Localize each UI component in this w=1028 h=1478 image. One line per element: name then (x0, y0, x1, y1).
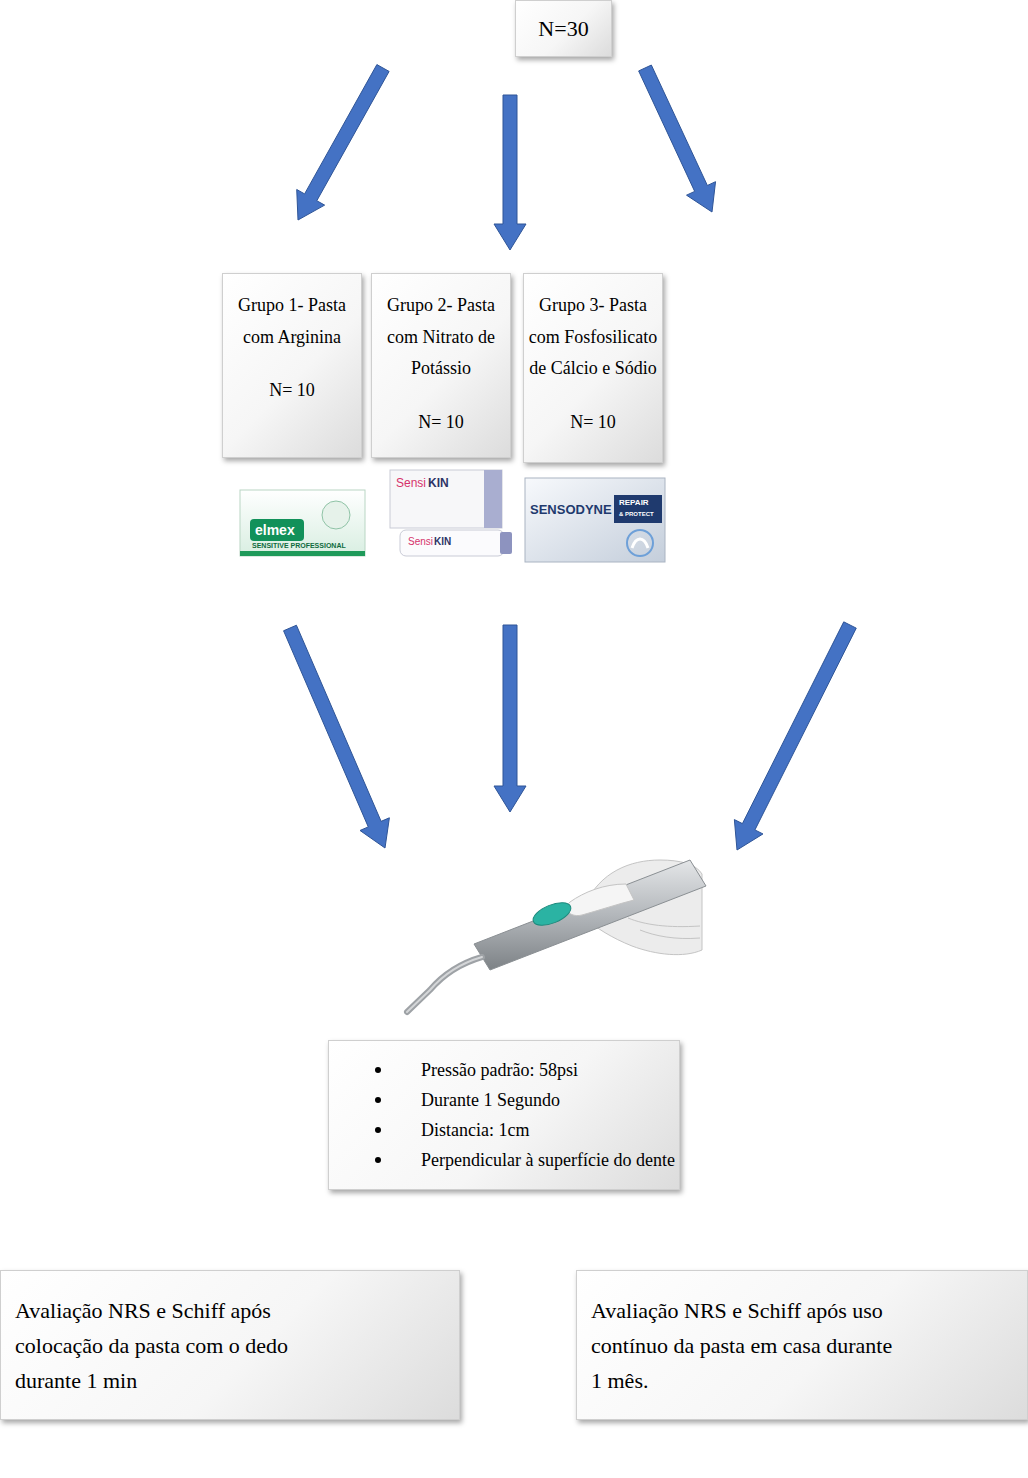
toothpaste-package (525, 478, 665, 562)
package-side (484, 470, 502, 528)
brand-badge (250, 519, 304, 541)
bullet-item: Durante 1 Segundo (421, 1085, 664, 1115)
flow-box: Avaliação NRS e Schiff após uso contínuo… (576, 1270, 1028, 1420)
package-emblem (627, 530, 653, 556)
bullet-dot (375, 1067, 381, 1073)
box-text: Distancia: 1cm (421, 1120, 529, 1140)
brand-badge (614, 495, 662, 523)
box-text: Grupo 3- Pasta com Fosfosilicato de Cálc… (528, 290, 658, 385)
brand-text: REPAIR (619, 499, 649, 507)
brand-text: elmex (255, 523, 295, 537)
brand-text: Sensi (396, 477, 426, 489)
package-box (240, 490, 365, 556)
bullet-dot (375, 1097, 381, 1103)
glove-thumb (567, 884, 634, 916)
box-text: Durante 1 Segundo (421, 1090, 560, 1110)
brand-text: KIN (434, 537, 451, 547)
box-text: Grupo 2- Pasta com Nitrato de Potássio (376, 290, 506, 385)
box-text: Grupo 1- Pasta com Arginina (227, 290, 357, 353)
syringe-nozzle (407, 957, 482, 1012)
box-text: N=30 (538, 16, 588, 42)
flow-box: Pressão padrão: 58psiDurante 1 SegundoDi… (328, 1040, 680, 1190)
tooth-emblem (632, 539, 648, 548)
brand-text: SENSITIVE PROFESSIONAL (252, 542, 346, 549)
flow-box: Grupo 2- Pasta com Nitrato de PotássioN=… (371, 273, 511, 458)
nozzle-highlight (407, 957, 482, 1012)
glove-finger (640, 930, 700, 939)
flow-box: Avaliação NRS e Schiff após colocação da… (0, 1270, 460, 1420)
bullet-dot (375, 1127, 381, 1133)
flow-arrow (612, 57, 716, 273)
package-band (240, 551, 365, 556)
package-box (390, 470, 502, 528)
box-text: N= 10 (376, 407, 506, 439)
bullet-item: Distancia: 1cm (421, 1115, 664, 1145)
brand-text: SENSODYNE (530, 503, 612, 516)
toothpaste-package (390, 470, 512, 556)
box-text: N= 10 (227, 375, 357, 407)
package-emblem (322, 501, 350, 529)
box-text: Avaliação NRS e Schiff após colocação da… (15, 1293, 320, 1398)
syringe-button (530, 898, 574, 930)
brand-text: KIN (428, 477, 449, 489)
flow-box: Grupo 3- Pasta com Fosfosilicato de Cálc… (523, 273, 663, 463)
box-text: Avaliação NRS e Schiff após uso contínuo… (591, 1293, 896, 1398)
flow-arrow (494, 57, 526, 273)
flow-arrow (297, 57, 515, 273)
box-text: N= 10 (528, 407, 658, 439)
box-text: Perpendicular à superfície do dente (421, 1150, 675, 1170)
syringe-handle (474, 860, 706, 970)
flow-box: N=30 (515, 0, 612, 57)
tube-cap (500, 532, 512, 554)
bullet-item: Perpendicular à superfície do dente (421, 1145, 664, 1175)
brand-text: Sensi (408, 537, 433, 547)
brand-text: & PROTECT (619, 511, 654, 517)
bullet-item: Pressão padrão: 58psi (421, 1055, 664, 1085)
box-text: Pressão padrão: 58psi (421, 1060, 578, 1080)
glove-finger (628, 918, 700, 927)
bullet-dot (375, 1157, 381, 1163)
air-syringe-illustration (407, 860, 706, 1012)
toothpaste-tube (400, 530, 504, 556)
flow-box: Grupo 1- Pasta com Arginina N= 10 (222, 273, 362, 458)
toothpaste-package (240, 490, 365, 556)
package-box (525, 478, 665, 562)
